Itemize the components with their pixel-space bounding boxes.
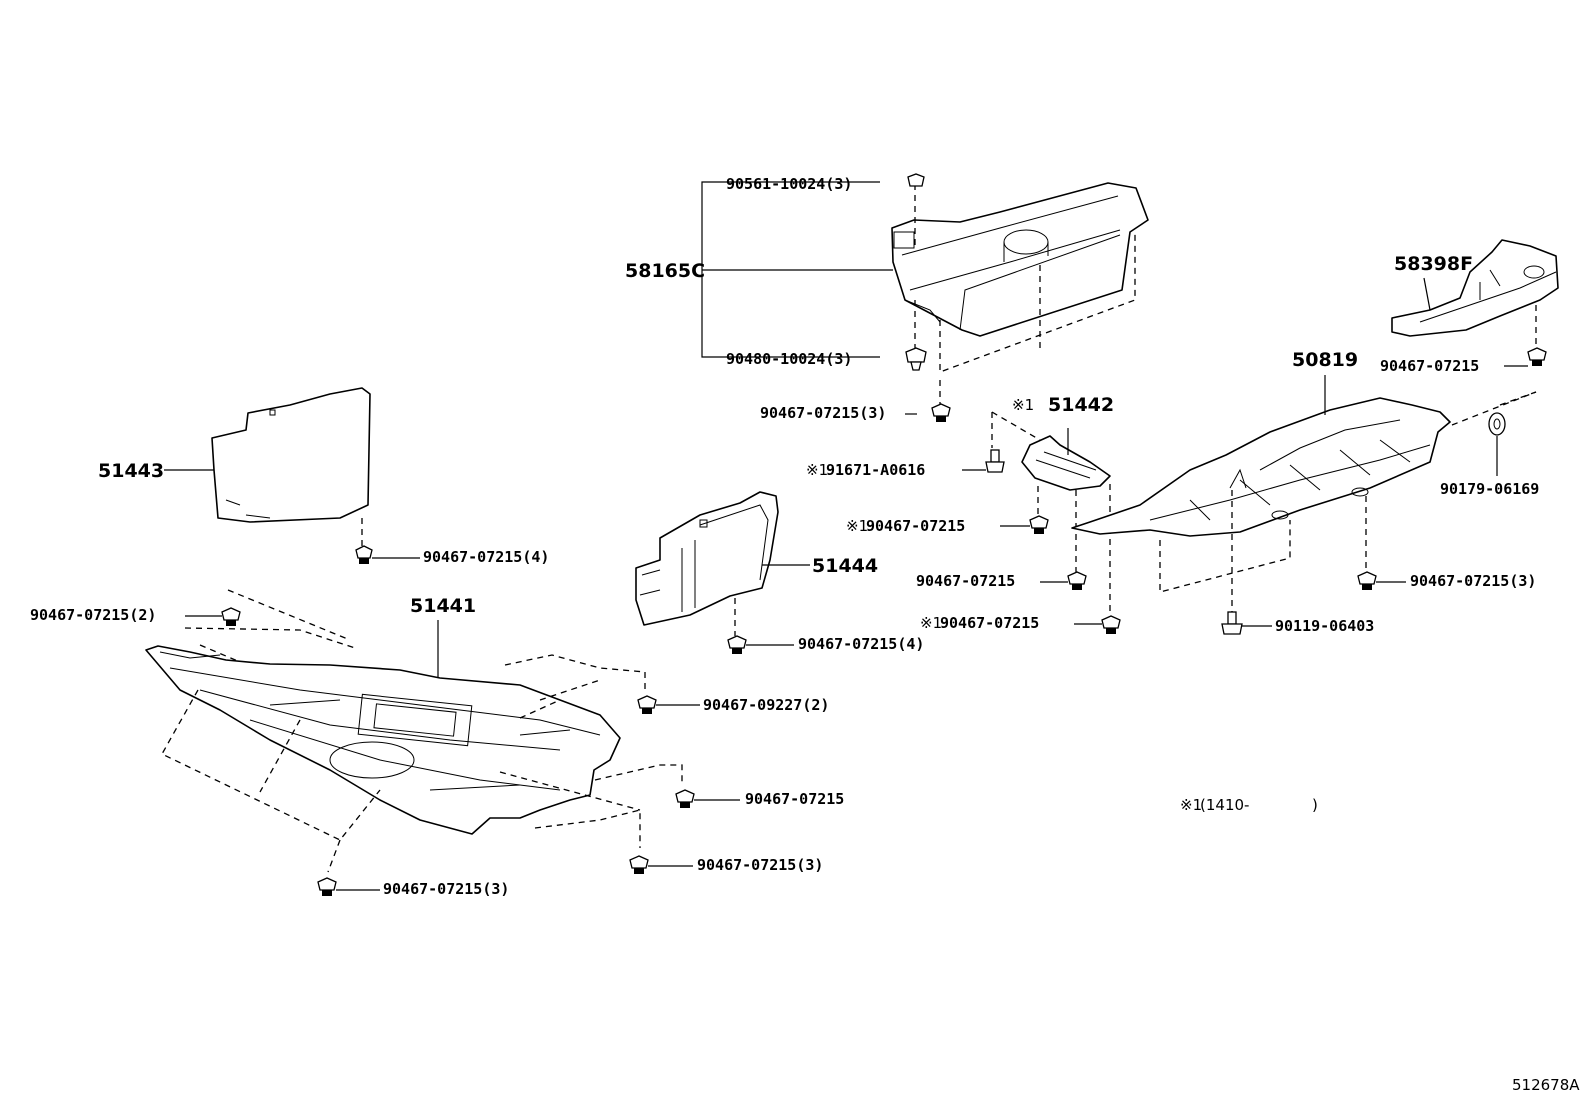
part-51443-drawing bbox=[211, 387, 371, 523]
bolt-label-90467-07215-x1a: 90467-07215 bbox=[866, 517, 965, 535]
bolt-label-90561: 90561-10024(3) bbox=[726, 175, 852, 193]
part-51442-drawing bbox=[1021, 435, 1111, 491]
part-label-51443: 51443 bbox=[98, 460, 164, 482]
clip-90467-07215-f bbox=[1527, 347, 1547, 366]
part-58398f-drawing bbox=[1391, 239, 1559, 337]
part-label-58165c: 58165C bbox=[625, 260, 705, 282]
clip-90467-07215-4-a bbox=[355, 545, 373, 564]
bolt-label-90467-09227-2: 90467-09227(2) bbox=[703, 696, 829, 714]
bolt-label-90480: 90480-10024(3) bbox=[726, 350, 852, 368]
leader-58165c bbox=[701, 181, 893, 358]
bolt-91671 bbox=[985, 449, 1005, 473]
part-label-51444: 51444 bbox=[812, 555, 878, 577]
x1-mark-07215-a: ※1 bbox=[846, 517, 868, 535]
bolt-label-90467-07215-e: 90467-07215 bbox=[916, 572, 1015, 590]
bolt-label-90467-07215-3-c: 90467-07215(3) bbox=[697, 856, 823, 874]
figure-id: 512678A bbox=[1512, 1076, 1580, 1094]
part-label-50819: 50819 bbox=[1292, 349, 1358, 371]
bolt-label-90467-07215-3-d: 90467-07215(3) bbox=[383, 880, 509, 898]
bolt-label-90119: 90119-06403 bbox=[1275, 617, 1374, 635]
clip-90467-07215-3-c bbox=[629, 855, 649, 874]
clip-90467-07215-3-d bbox=[317, 877, 337, 896]
bolt-label-90467-07215-2: 90467-07215(2) bbox=[30, 606, 156, 624]
bolt-label-90179: 90179-06169 bbox=[1440, 480, 1539, 498]
part-58165c-drawing bbox=[891, 182, 1149, 337]
part-label-51442: 51442 bbox=[1048, 394, 1114, 416]
clip-90467-07215-2 bbox=[221, 607, 241, 626]
bolt-label-90467-07215-4-a: 90467-07215(4) bbox=[423, 548, 549, 566]
part-50819-drawing bbox=[1071, 397, 1451, 537]
x1-mark-07215-b: ※1 bbox=[920, 614, 942, 632]
bolt-label-90467-07215-f: 90467-07215 bbox=[1380, 357, 1479, 375]
clip-90480 bbox=[905, 347, 927, 371]
clip-90467-07215-top bbox=[931, 403, 951, 422]
grommet-90179 bbox=[1488, 412, 1506, 436]
footnote-text: (1410- bbox=[1200, 796, 1249, 814]
clip-90467-09227-2 bbox=[637, 695, 657, 714]
part-51441-drawing bbox=[145, 645, 621, 835]
clip-90467-07215-x1a bbox=[1029, 515, 1049, 534]
footnote-close: ) bbox=[1312, 796, 1318, 814]
bolt-label-90467-07215-3-e: 90467-07215(3) bbox=[1410, 572, 1536, 590]
part-label-58398f: 58398F bbox=[1394, 253, 1473, 275]
footnote-mark: ※1 bbox=[1180, 796, 1202, 814]
bolt-90119 bbox=[1221, 611, 1243, 635]
clip-90467-07215-mid bbox=[675, 789, 695, 808]
x1-mark-91671: ※1 bbox=[806, 461, 828, 479]
part-label-51441: 51441 bbox=[410, 595, 476, 617]
clip-90467-07215-x1b bbox=[1101, 615, 1121, 634]
clip-90467-07215-4-b bbox=[727, 635, 747, 654]
clip-90467-07215-e bbox=[1067, 571, 1087, 590]
part-51444-drawing bbox=[635, 491, 779, 626]
bolt-label-90467-07215-x1b: 90467-07215 bbox=[940, 614, 1039, 632]
bolt-label-91671: 91671-A0616 bbox=[826, 461, 925, 479]
bolt-label-90467-07215-3-top: 90467-07215(3) bbox=[760, 404, 886, 422]
bolt-label-90467-07215-mid: 90467-07215 bbox=[745, 790, 844, 808]
clip-90561 bbox=[907, 173, 925, 187]
x1-mark-51442: ※1 bbox=[1012, 396, 1034, 414]
bolt-label-90467-07215-4-b: 90467-07215(4) bbox=[798, 635, 924, 653]
clip-90467-07215-3-e bbox=[1357, 571, 1377, 590]
